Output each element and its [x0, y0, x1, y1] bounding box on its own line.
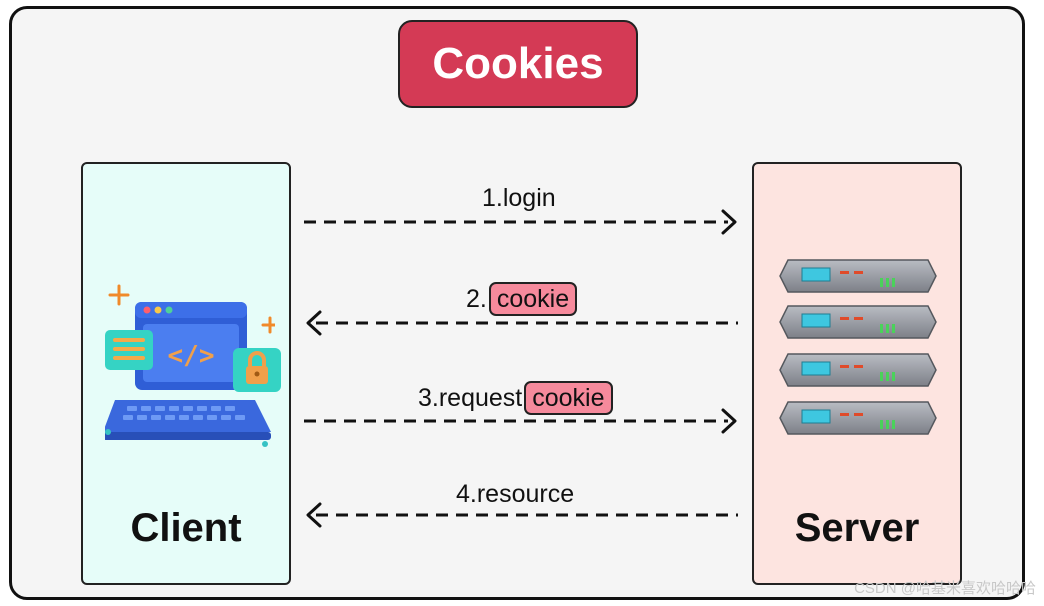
server-label: Server	[794, 506, 920, 550]
step-4-label: 4.resource	[456, 480, 574, 509]
step-3-text: 3.request	[418, 383, 523, 412]
step-2-label: 2. cookie	[466, 282, 578, 316]
step-2-text: 2.	[466, 284, 487, 313]
step-3-label: 3.request cookie	[418, 381, 613, 415]
client-label: Client	[130, 506, 242, 550]
padlock-icon	[233, 348, 281, 392]
step-1-label: 1.login	[482, 184, 556, 213]
step-1-text: 1.login	[482, 184, 556, 212]
server-rack-icon	[779, 259, 937, 435]
step-4-text: 4.resource	[456, 480, 575, 508]
laptop-code-icon: </>	[105, 284, 275, 447]
cookie-tag: cookie	[524, 381, 613, 415]
server-panel: Server	[752, 162, 962, 585]
cookie-tag: cookie	[488, 282, 578, 316]
watermark: CSDN @哈基米喜欢哈哈哈	[854, 580, 1036, 597]
diagram-title: Cookies	[398, 20, 638, 108]
client-panel: </>	[81, 162, 291, 585]
svg-text:</>: </>	[168, 341, 215, 371]
